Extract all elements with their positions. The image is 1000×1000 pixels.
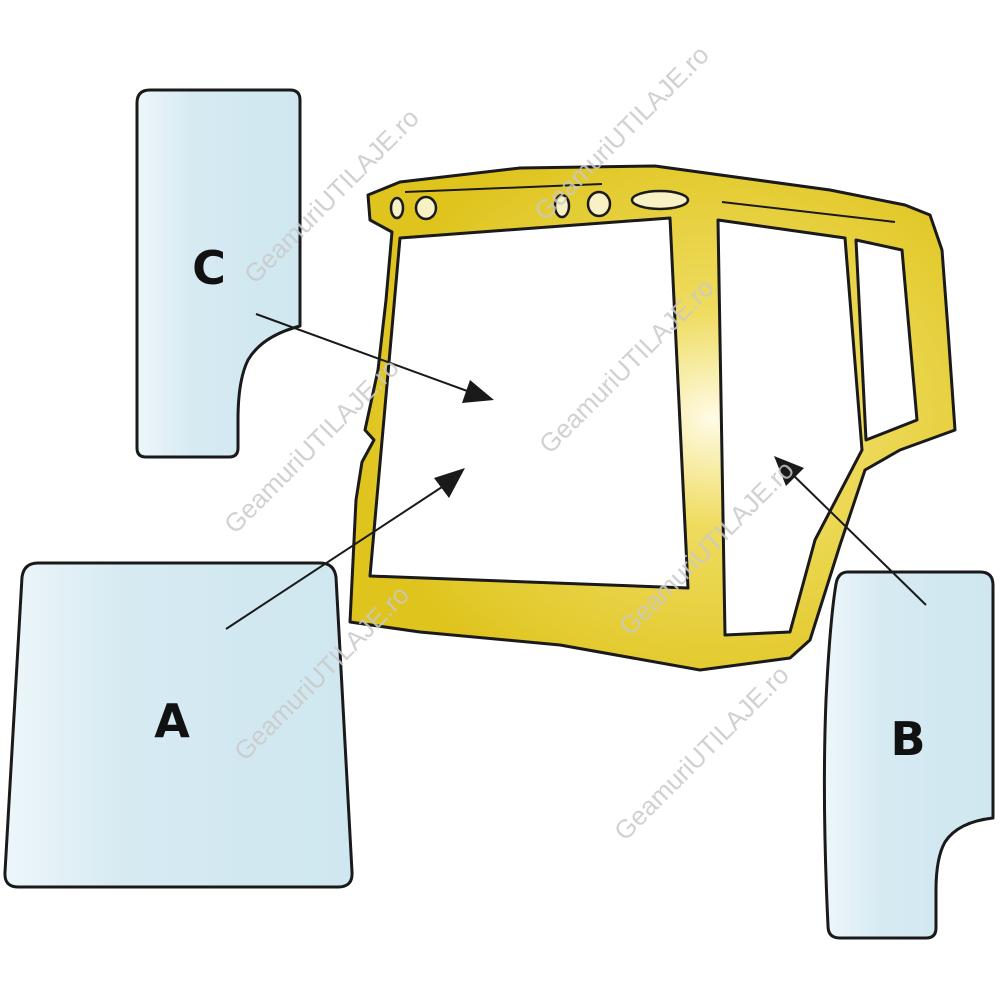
arrow-c-line bbox=[255, 313, 471, 393]
arrow-a-head bbox=[434, 468, 465, 498]
panel-c-label: C bbox=[192, 241, 226, 295]
glass-panel-a-shape[interactable] bbox=[3, 561, 354, 889]
arrow-b-head bbox=[774, 456, 804, 486]
glass-panel-c[interactable]: C bbox=[135, 88, 302, 459]
watermark-7: GeamuriUTILAJE.ro bbox=[608, 660, 795, 847]
cab-light-left-1 bbox=[389, 196, 405, 220]
panel-b-label: B bbox=[890, 712, 925, 766]
roof-trim-line-left bbox=[404, 183, 603, 193]
glass-panel-b[interactable]: B bbox=[822, 570, 995, 940]
arrow-a-line bbox=[225, 484, 446, 630]
roof-trim-line-right bbox=[721, 201, 896, 223]
cab-light-mid-2 bbox=[586, 190, 612, 218]
cab-frame-body bbox=[348, 164, 957, 672]
cab-light-mid-1 bbox=[553, 193, 571, 219]
glass-panel-c-shape[interactable] bbox=[135, 88, 302, 459]
glass-panel-a[interactable]: A bbox=[3, 561, 354, 889]
arrow-c-head bbox=[462, 380, 494, 403]
cab-light-left-2 bbox=[414, 195, 438, 221]
cab-beacon bbox=[630, 189, 690, 211]
leader-arrows bbox=[225, 313, 927, 630]
cab-frame bbox=[348, 164, 957, 672]
glass-panel-b-shape[interactable] bbox=[822, 570, 995, 940]
panel-a-label: A bbox=[154, 694, 190, 748]
arrow-b-line bbox=[789, 471, 927, 606]
